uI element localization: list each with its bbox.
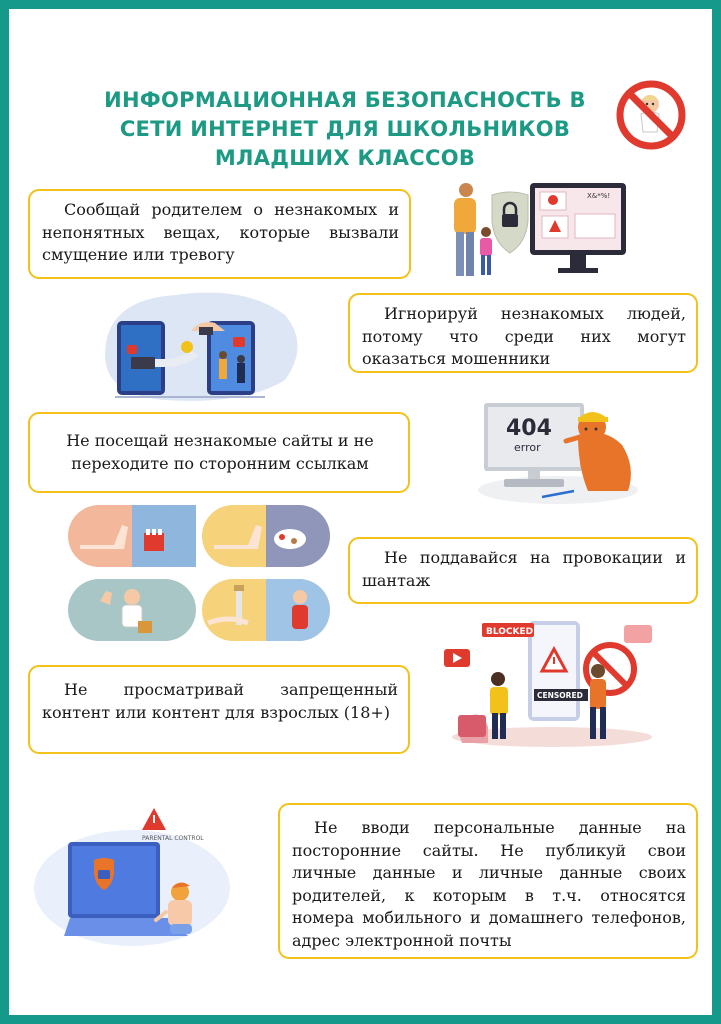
tip-5-box: Не просматривай запрещенный контент или … bbox=[28, 665, 410, 754]
tip-2-text: Игнорируй незнакомых людей, потому что с… bbox=[362, 304, 686, 368]
error-word-label: error bbox=[514, 441, 541, 454]
refusal-gestures-illustration bbox=[68, 505, 330, 641]
tip-4-text: Не поддавайся на провокации и шантаж bbox=[362, 548, 686, 590]
blocked-content-illustration: BLOCKED CENSORED bbox=[444, 621, 652, 747]
tip-6-text: Не вводи персональные данные на посторон… bbox=[292, 818, 686, 950]
tip-3-text: Не посещай незнакомые сайты и не переход… bbox=[66, 431, 374, 473]
tip-6-box: Не вводи персональные данные на посторон… bbox=[278, 803, 698, 959]
family-security-illustration: X&*%! bbox=[454, 183, 626, 276]
error-code-label: 404 bbox=[506, 416, 552, 441]
tip-3-box: Не посещай незнакомые сайты и не переход… bbox=[28, 412, 410, 493]
tip-5-text: Не просматривай запрещенный контент или … bbox=[42, 680, 398, 722]
title-line-2: СЕТИ ИНТЕРНЕТ ДЛЯ ШКОЛЬНИКОВ bbox=[119, 117, 571, 141]
error-404-illustration: 404 error bbox=[478, 403, 638, 504]
parental-control-label: PARENTAL CONTROL bbox=[142, 835, 204, 842]
curse-label: X&*%! bbox=[587, 192, 610, 200]
title-line-3: МЛАДШИХ КЛАССОВ bbox=[214, 146, 476, 170]
page-title: ИНФОРМАЦИОННАЯ БЕЗОПАСНОСТЬ В СЕТИ ИНТЕР… bbox=[50, 86, 640, 173]
phone-scam-illustration bbox=[105, 292, 298, 401]
blocked-label: BLOCKED bbox=[486, 627, 533, 637]
parental-control-illustration: PARENTAL CONTROL bbox=[34, 808, 230, 946]
tip-1-text: Сообщай родителем о незнакомых и непонят… bbox=[42, 200, 399, 264]
censored-label: CENSORED bbox=[537, 691, 583, 700]
title-line-1: ИНФОРМАЦИОННАЯ БЕЗОПАСНОСТЬ В bbox=[104, 88, 586, 112]
tip-2-box: Игнорируй незнакомых людей, потому что с… bbox=[348, 293, 698, 373]
tip-4-box: Не поддавайся на провокации и шантаж bbox=[348, 537, 698, 604]
tip-1-box: Сообщай родителем о незнакомых и непонят… bbox=[28, 189, 411, 279]
no-baby-prohibition-icon bbox=[616, 80, 686, 150]
